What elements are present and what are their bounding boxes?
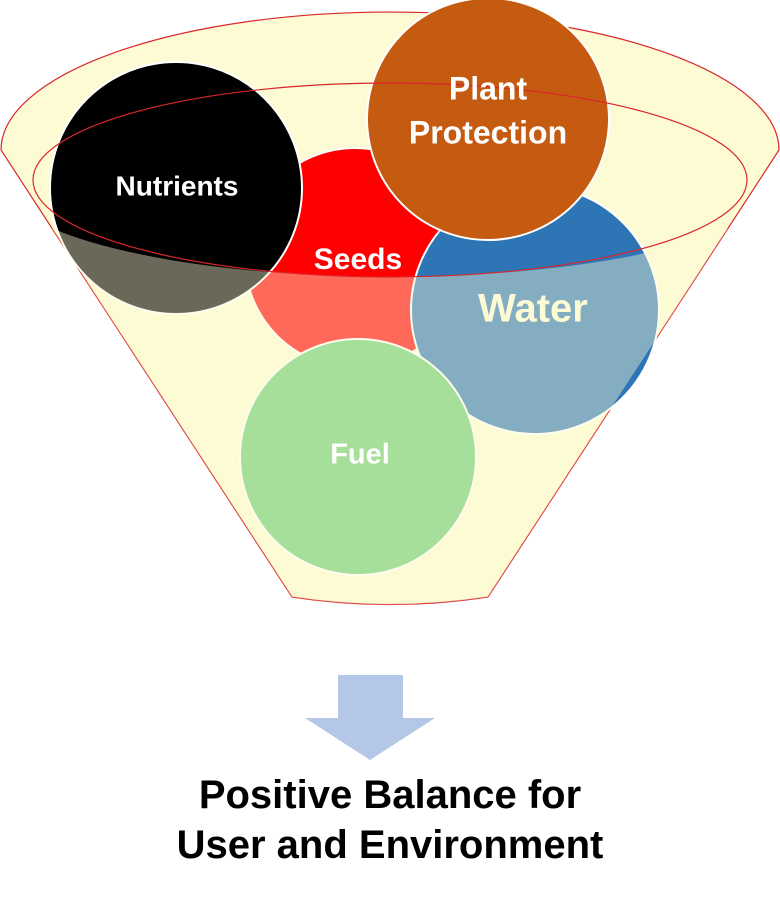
plant-protection-circle [366, 0, 610, 241]
seeds-label: Seeds [314, 243, 402, 276]
down-arrow-icon [305, 675, 435, 760]
result-statement: Positive Balance for User and Environmen… [0, 770, 780, 870]
water-label: Water [478, 287, 588, 331]
plant-protection-label: Plant [449, 70, 528, 106]
nutrients-circle [49, 61, 303, 315]
funnel-rim [32, 82, 748, 278]
nutrients-label: Nutrients [116, 170, 239, 201]
fuel-circle [239, 338, 477, 576]
result-line-1: Positive Balance for [198, 773, 582, 817]
plant-protection-label: Protection [409, 114, 567, 150]
fuel-label: Fuel [330, 439, 390, 471]
result-line-2: User and Environment [176, 823, 604, 867]
